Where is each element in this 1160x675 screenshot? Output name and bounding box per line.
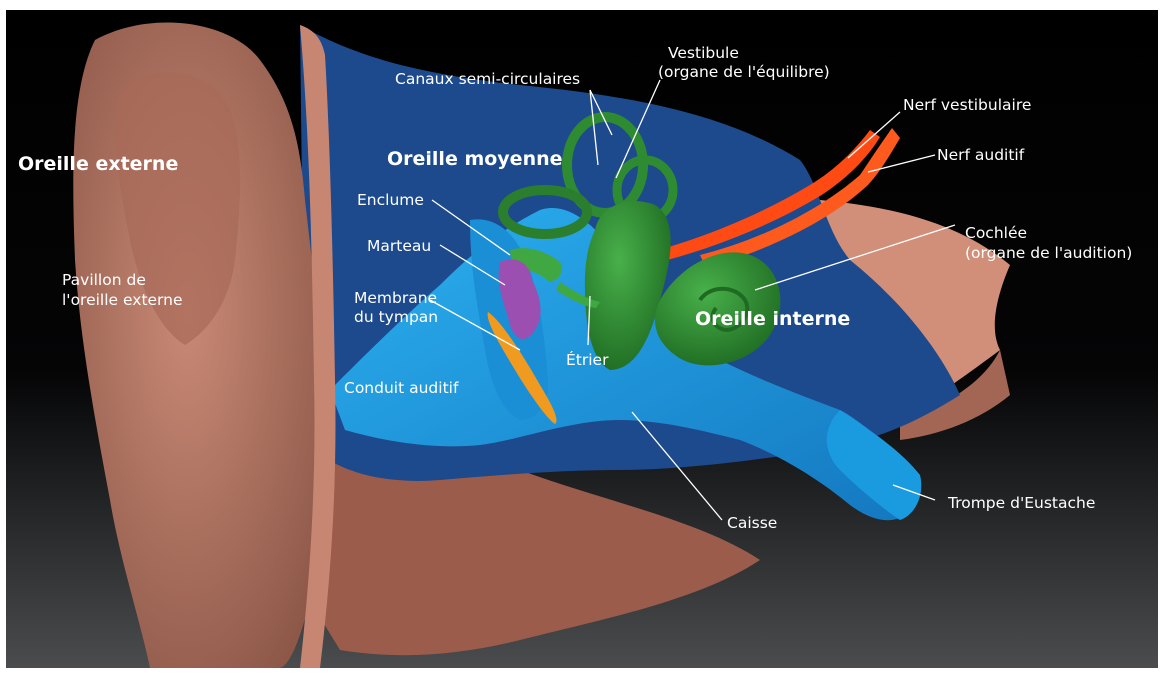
label-conduit: Conduit auditif (344, 379, 459, 397)
label-nerf-auditif: Nerf auditif (937, 146, 1025, 164)
label-middle-ear: Oreille moyenne (387, 148, 563, 170)
label-etrier: Étrier (566, 350, 609, 369)
label-outer-ear: Oreille externe (18, 153, 178, 175)
label-cochlee-1: Cochlée (965, 224, 1027, 242)
label-caisse: Caisse (727, 514, 777, 532)
label-canaux: Canaux semi-circulaires (395, 70, 580, 88)
label-trompe: Trompe d'Eustache (947, 494, 1095, 512)
label-nerf-vestibulaire: Nerf vestibulaire (903, 96, 1031, 114)
label-membrane-2: du tympan (354, 308, 438, 326)
label-cochlee-2: (organe de l'audition) (965, 244, 1132, 262)
label-membrane-1: Membrane (354, 289, 437, 307)
label-pavillon-1: Pavillon de (62, 271, 146, 289)
label-pavillon-2: l'oreille externe (62, 291, 183, 309)
label-vestibule-1: Vestibule (668, 44, 739, 62)
label-inner-ear: Oreille interne (695, 308, 850, 330)
label-vestibule-2: (organe de l'équilibre) (658, 63, 830, 81)
label-enclume: Enclume (357, 191, 424, 209)
label-marteau: Marteau (367, 237, 431, 255)
